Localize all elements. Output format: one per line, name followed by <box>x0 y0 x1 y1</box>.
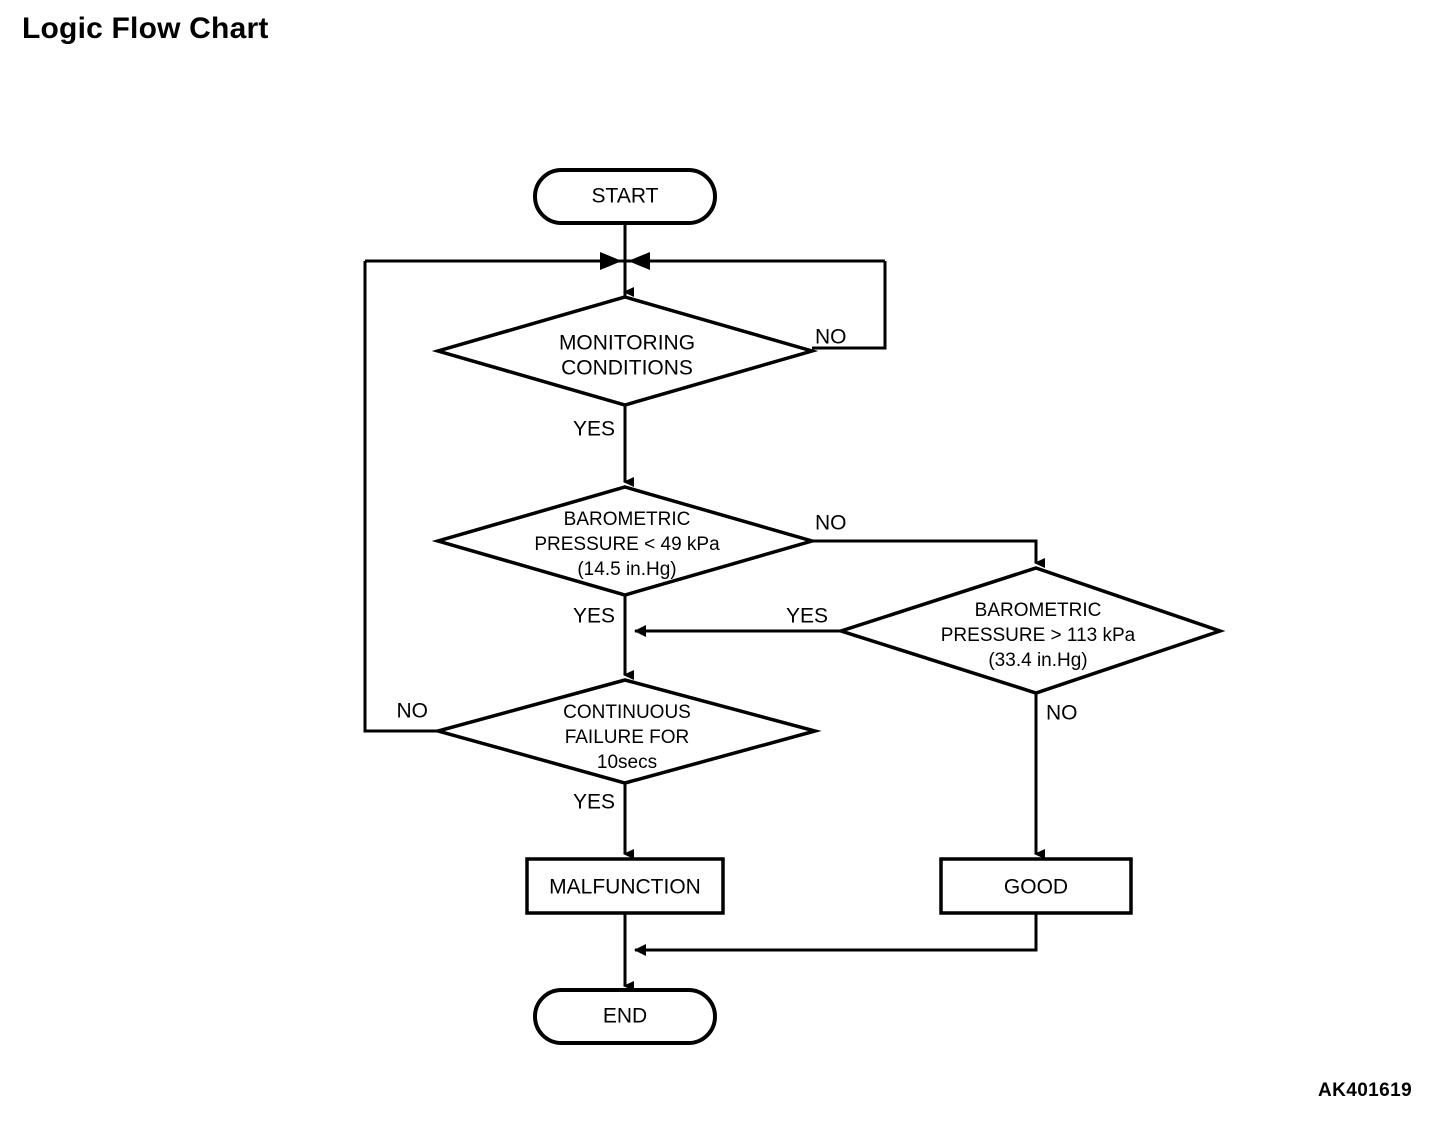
start-node-label: START <box>592 185 659 208</box>
edge-continuous-no-loop <box>363 261 438 733</box>
end-node-label: END <box>603 1005 647 1028</box>
figure-code: AK401619 <box>1318 1080 1413 1101</box>
edge-baro-low-no <box>812 539 1045 568</box>
label-baro-high-yes: YES <box>786 605 828 628</box>
malfunction-node[interactable] <box>525 857 725 915</box>
barometric-pressure-low-line2: PRESSURE < 49 kPa <box>534 534 720 555</box>
barometric-pressure-high-line2: PRESSURE > 113 kPa <box>941 625 1136 646</box>
barometric-pressure-high-line1: BAROMETRIC <box>975 600 1102 621</box>
continuous-failure-line2: FAILURE FOR <box>565 727 690 748</box>
start-node[interactable] <box>533 168 717 225</box>
label-baro-low-yes: YES <box>573 605 615 628</box>
malfunction-node-label: MALFUNCTION <box>549 876 701 899</box>
rail-arrow-right-into-center <box>628 252 650 270</box>
barometric-pressure-low-line3: (14.5 in.Hg) <box>577 559 676 580</box>
label-continuous-yes: YES <box>573 791 615 814</box>
barometric-pressure-high-decision[interactable] <box>835 566 1226 695</box>
page-title: Logic Flow Chart <box>22 12 269 45</box>
barometric-pressure-low-line1: BAROMETRIC <box>564 509 691 530</box>
good-node-label: GOOD <box>1004 876 1068 899</box>
barometric-pressure-high-line3: (33.4 in.Hg) <box>988 650 1087 671</box>
label-baro-high-no: NO <box>1046 702 1078 725</box>
label-monitoring-yes: YES <box>573 418 615 441</box>
label-baro-low-no: NO <box>815 512 847 535</box>
continuous-failure-line3: 10secs <box>597 752 657 773</box>
good-node[interactable] <box>939 857 1133 915</box>
rail-arrow-left-into-center <box>600 252 622 270</box>
monitoring-conditions-line1: MONITORING <box>559 332 695 355</box>
edge-good-to-merge <box>634 913 1038 956</box>
monitoring-conditions-decision[interactable] <box>431 295 819 407</box>
continuous-failure-decision[interactable] <box>431 678 822 785</box>
edge-monitoring-no-loop <box>812 261 887 350</box>
label-monitoring-no: NO <box>815 326 847 349</box>
end-node[interactable] <box>533 988 717 1045</box>
barometric-pressure-low-decision[interactable] <box>431 485 819 597</box>
continuous-failure-line1: CONTINUOUS <box>563 702 691 723</box>
label-continuous-no: NO <box>397 700 429 723</box>
monitoring-conditions-line2: CONDITIONS <box>561 357 693 380</box>
